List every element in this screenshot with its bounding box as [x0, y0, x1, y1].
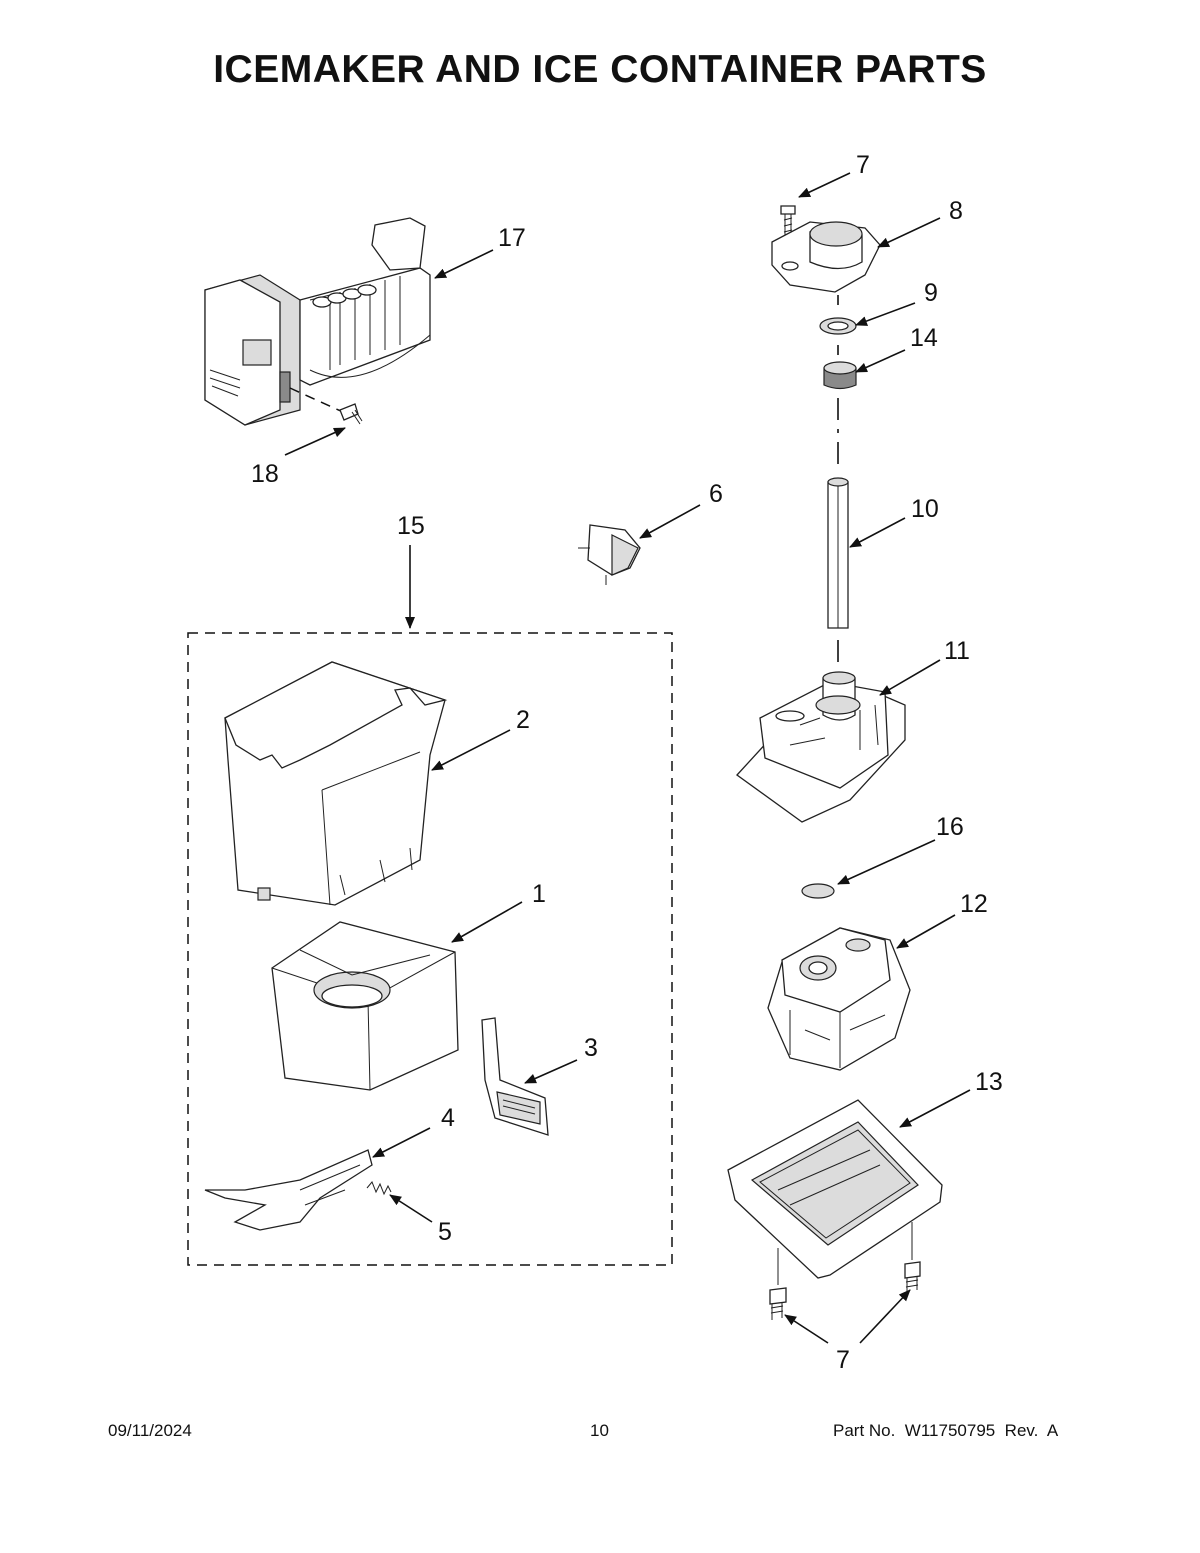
spring-5: [366, 1181, 392, 1196]
callout-3: 3: [584, 1034, 598, 1062]
footer-part-number: Part No. W11750795 Rev. A: [833, 1421, 1059, 1440]
drive-shaft: [827, 477, 849, 629]
lever-arm: [204, 1149, 373, 1231]
screw-7-bottom-right: [904, 1222, 921, 1292]
motor-housing: [736, 671, 906, 823]
callout-18: 18: [251, 460, 279, 488]
callout-10: 10: [911, 495, 939, 523]
screw-18: [339, 403, 363, 425]
centerline: [817, 295, 839, 960]
bracket-6: [578, 524, 641, 585]
callout-5: 5: [438, 1218, 452, 1246]
callout-13: 13: [975, 1068, 1003, 1096]
callout-16: 16: [936, 813, 964, 841]
screw-7-top: [780, 205, 796, 238]
ice-bucket: [224, 661, 448, 906]
callout-15: 15: [397, 512, 425, 540]
drip-tray: [727, 1099, 943, 1279]
screw-7-bottom-left: [769, 1248, 787, 1320]
callout-4: 4: [441, 1104, 455, 1132]
footer-page-number: 10: [590, 1421, 609, 1440]
callout-7-top: 7: [856, 151, 870, 179]
page-title: ICEMAKER AND ICE CONTAINER PARTS: [213, 48, 987, 91]
bearing-flange: [771, 221, 881, 293]
drive-motor: [767, 927, 911, 1071]
callout-1: 1: [532, 880, 546, 908]
callout-12: 12: [960, 890, 988, 918]
bushing-14: [823, 361, 857, 390]
disc-16: [801, 883, 835, 899]
callout-8: 8: [949, 197, 963, 225]
ice-container-assembly-boundary: [187, 632, 673, 1266]
guide-plate: [481, 1017, 549, 1136]
callout-11: 11: [944, 637, 970, 665]
callout-labels: 17 18 15 6 7 8 9 14 10 11 2 1 16 12 3 4 …: [251, 151, 1003, 1374]
icemaker-assembly: [204, 217, 431, 426]
callout-17: 17: [498, 224, 526, 252]
leader-lines: [284, 172, 971, 1344]
callout-14: 14: [910, 324, 938, 352]
callout-9: 9: [924, 279, 938, 307]
bucket-base: [271, 921, 459, 1091]
footer-date: 09/11/2024: [108, 1421, 192, 1440]
callout-2: 2: [516, 706, 530, 734]
callout-7-bottom: 7: [836, 1346, 850, 1374]
callout-6: 6: [709, 480, 723, 508]
